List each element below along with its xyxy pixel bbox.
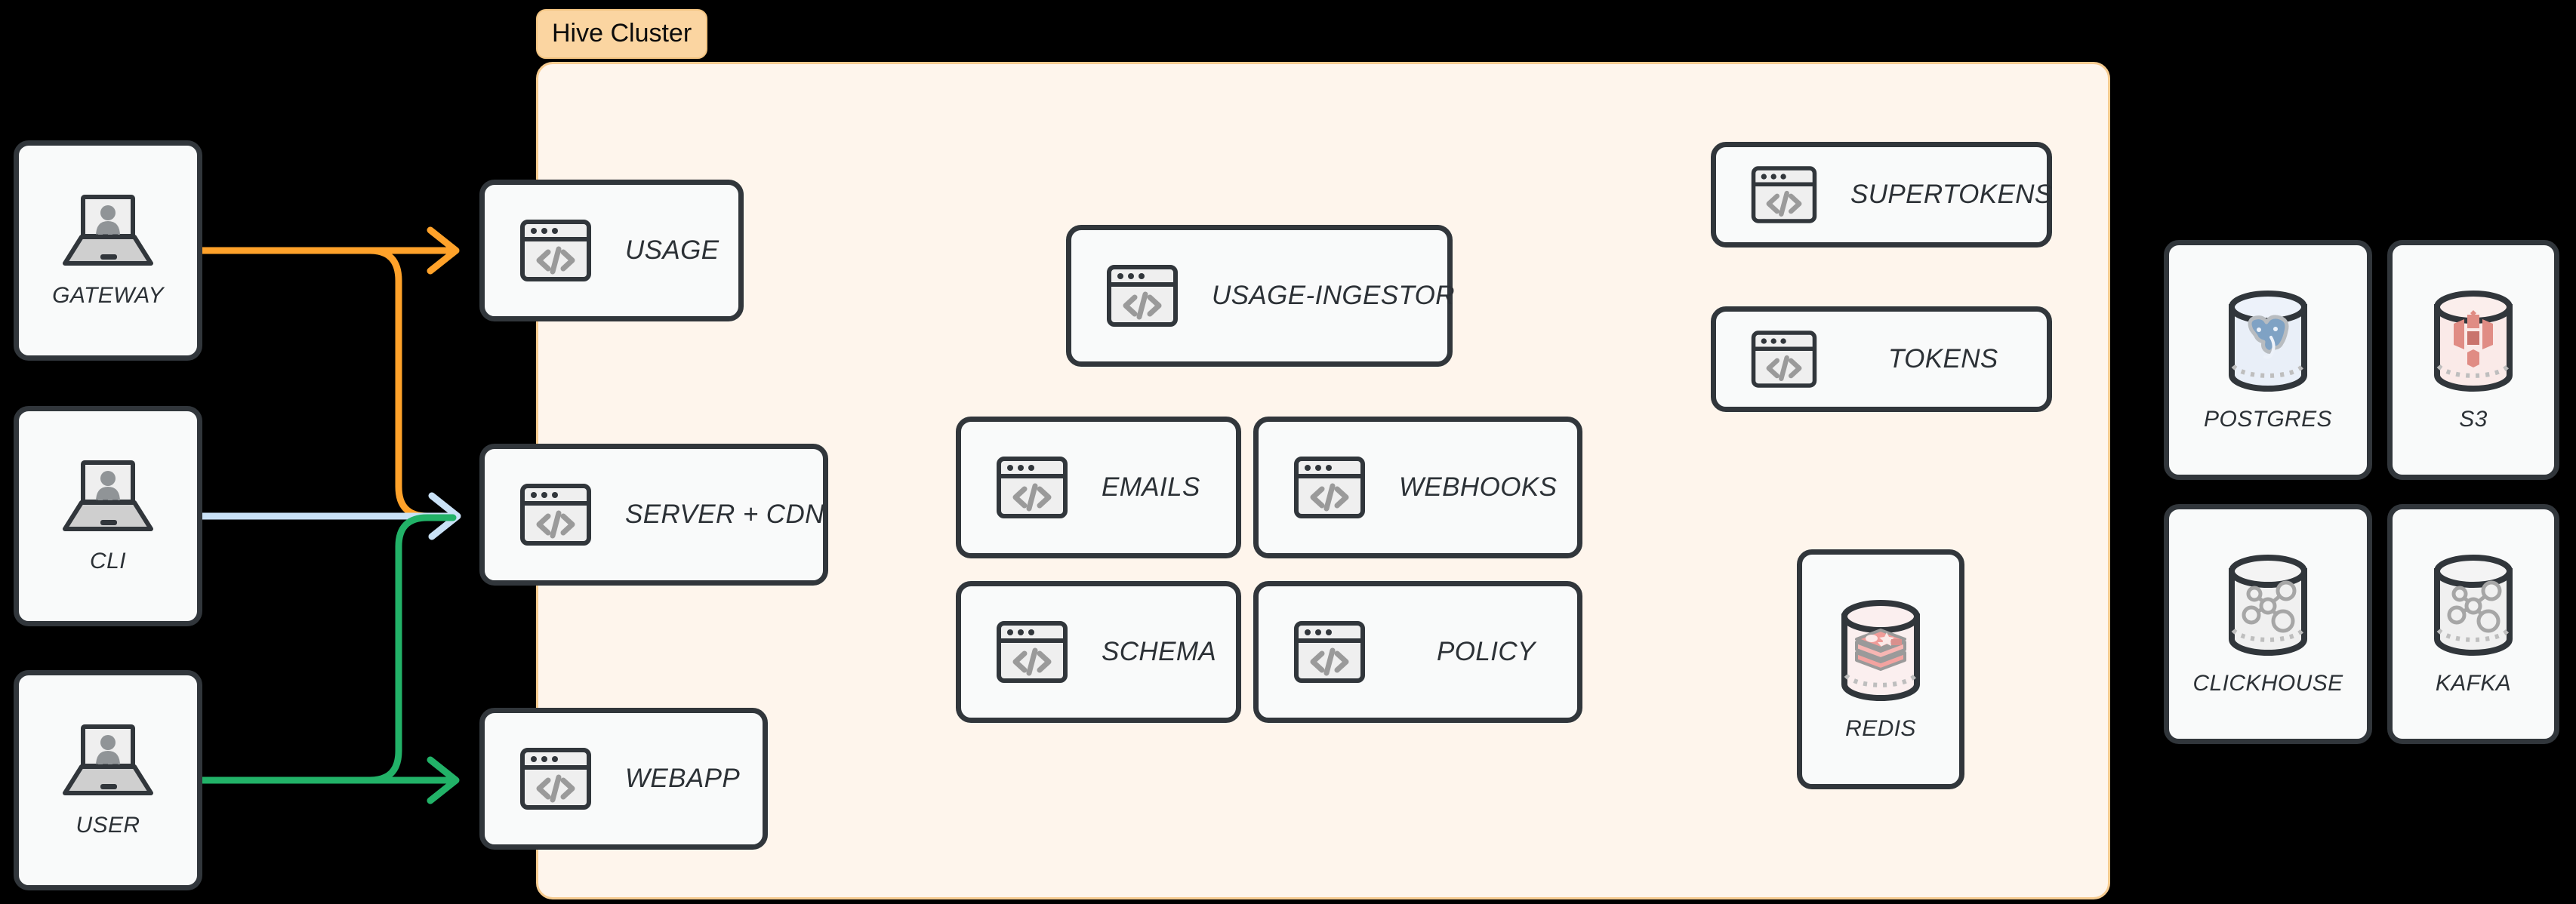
node-webhooks-label: WEBHOOKS (1399, 472, 1558, 502)
code-window-icon (1292, 614, 1367, 690)
node-policy[interactable]: POLICY (1253, 581, 1582, 723)
node-clickhouse[interactable]: CLICKHOUSE (2164, 504, 2372, 744)
node-tokens[interactable]: TOKENS (1711, 306, 2052, 412)
node-kafka[interactable]: KAFKA (2387, 504, 2559, 744)
node-emails[interactable]: EMAILS (956, 417, 1241, 558)
code-window-icon (518, 477, 593, 552)
node-webhooks[interactable]: WEBHOOKS (1253, 417, 1582, 558)
node-user[interactable]: USER (14, 670, 202, 890)
postgres-database-icon (2218, 287, 2318, 395)
node-gateway[interactable]: GATEWAY (14, 140, 202, 361)
laptop-user-icon (57, 722, 159, 801)
code-window-icon (518, 741, 593, 816)
clickhouse-database-icon (2218, 552, 2318, 659)
node-policy-label: POLICY (1437, 637, 1536, 666)
node-gateway-label: GATEWAY (52, 283, 164, 308)
node-schema-label: SCHEMA (1102, 637, 1217, 666)
node-emails-label: EMAILS (1102, 472, 1200, 502)
edge-gateway-server-cdn (366, 247, 460, 520)
node-supertokens-label: SUPERTOKENS (1850, 180, 2053, 209)
node-redis-label: REDIS (1845, 716, 1916, 741)
node-server-cdn-label: SERVER + CDN (625, 500, 824, 529)
node-tokens-label: TOKENS (1888, 344, 1998, 374)
node-schema[interactable]: SCHEMA (956, 581, 1241, 723)
code-window-icon (1105, 258, 1180, 334)
code-window-icon (1292, 450, 1367, 525)
node-kafka-label: KAFKA (2435, 671, 2512, 696)
edge-gateway-usage (199, 226, 460, 275)
node-usage[interactable]: USAGE (479, 180, 744, 321)
node-clickhouse-label: CLICKHOUSE (2192, 671, 2343, 696)
node-s3-label: S3 (2459, 407, 2488, 432)
node-postgres[interactable]: POSTGRES (2164, 240, 2372, 480)
node-supertokens[interactable]: SUPERTOKENS (1711, 142, 2052, 248)
redis-database-icon (1831, 597, 1930, 704)
node-usage-ingestor[interactable]: USAGE-INGESTOR (1066, 225, 1455, 367)
node-usage-label: USAGE (625, 235, 719, 265)
kafka-database-icon (2423, 552, 2523, 659)
s3-database-icon (2423, 287, 2523, 395)
edge-cli-server-cdn (199, 492, 461, 540)
node-redis[interactable]: REDIS (1797, 549, 1964, 789)
node-postgres-label: POSTGRES (2204, 407, 2332, 432)
code-window-icon (994, 450, 1070, 525)
code-window-icon (1749, 160, 1819, 229)
laptop-user-icon (57, 192, 159, 271)
laptop-user-icon (57, 458, 159, 537)
node-webapp[interactable]: WEBAPP (479, 708, 768, 850)
node-s3[interactable]: S3 (2387, 240, 2559, 480)
node-usage-ingestor-label: USAGE-INGESTOR (1212, 281, 1455, 310)
node-cli-label: CLI (90, 549, 126, 573)
node-user-label: USER (75, 813, 140, 838)
code-window-icon (994, 614, 1070, 690)
code-window-icon (518, 213, 593, 288)
code-window-icon (1749, 324, 1819, 394)
hive-cluster-label: Hive Cluster (536, 9, 708, 59)
edge-user-server-cdn (366, 514, 457, 784)
node-server-cdn[interactable]: SERVER + CDN (479, 444, 828, 586)
node-webapp-label: WEBAPP (625, 764, 741, 793)
node-cli[interactable]: CLI (14, 406, 202, 626)
edge-user-webapp (199, 756, 460, 804)
